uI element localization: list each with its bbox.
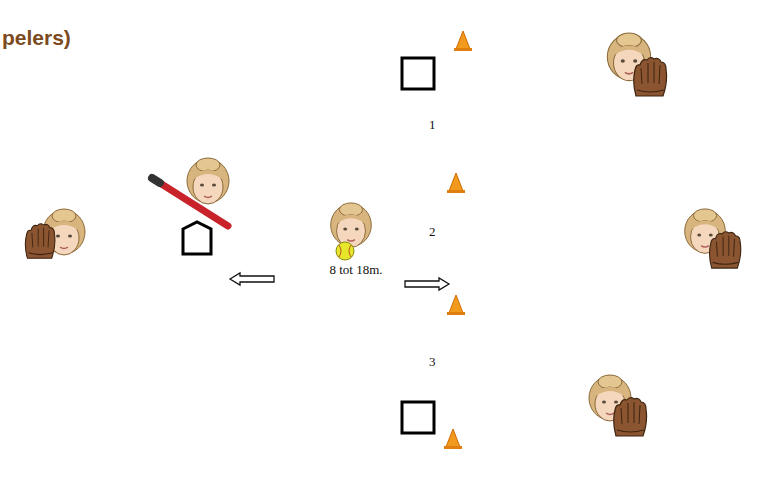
callout-number: 3 (429, 354, 436, 370)
glove (634, 58, 667, 96)
cone (454, 31, 472, 51)
third-base (402, 402, 434, 433)
cone (447, 173, 465, 193)
callout-number: 1 (429, 117, 436, 133)
glove (25, 224, 55, 258)
glove (614, 398, 647, 436)
bat-grip (152, 178, 160, 183)
pitcher-figure (331, 203, 372, 247)
softball (336, 242, 354, 260)
first-base (402, 58, 434, 89)
cone (447, 295, 465, 315)
glove (710, 232, 741, 268)
callout-number: 2 (429, 224, 436, 240)
batter-figure (187, 158, 229, 204)
page-title: pelers) (2, 26, 71, 50)
direction-arrow (230, 273, 274, 285)
distance-label: 8 tot 18m. (327, 262, 384, 278)
bat (152, 178, 228, 226)
direction-arrow (405, 278, 449, 290)
cone (444, 429, 462, 449)
home-plate (183, 222, 211, 254)
